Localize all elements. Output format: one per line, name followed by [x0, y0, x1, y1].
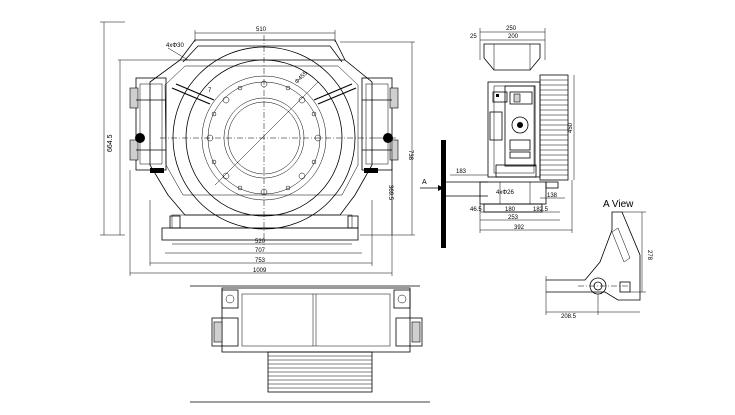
dim-46-5: 46.5 — [470, 207, 482, 213]
a-view-title: A View — [603, 199, 634, 210]
dim-738: 738 — [407, 150, 413, 161]
plan-sheave-grooves — [268, 355, 372, 389]
dim-520: 520 — [255, 239, 266, 245]
dim-753: 753 — [255, 258, 266, 264]
left-brake — [129, 77, 167, 173]
dim-182-5: 182.5 — [533, 207, 549, 213]
dim-208-5: 208.5 — [561, 314, 577, 320]
bolt-holes — [206, 80, 322, 196]
right-brake — [361, 77, 399, 173]
dim-4x30: 4xΦ30 — [166, 43, 184, 49]
dim-7: 7 — [208, 88, 212, 94]
dim-138: 138 — [547, 193, 558, 199]
dim-253: 253 — [508, 215, 519, 221]
dim-369-5: 369.5 — [387, 185, 393, 201]
dim-1009: 1009 — [253, 268, 267, 274]
dim-200: 200 — [508, 34, 519, 40]
dim-392: 392 — [514, 225, 525, 231]
side-view: 250 25 200 — [420, 26, 575, 248]
dim-25: 25 — [470, 34, 477, 40]
dim-183: 183 — [456, 169, 467, 175]
arrow-a-label: A — [422, 179, 427, 186]
plan-view — [190, 285, 430, 403]
front-view: 510 4xΦ30 Φ455 7 664.5 738 369.5 520 707… — [100, 21, 415, 276]
dim-450: 450 — [568, 122, 574, 133]
dim-4x26: 4xΦ26 — [496, 190, 514, 196]
dim-664-5: 664.5 — [107, 134, 114, 152]
dim-278: 278 — [646, 250, 652, 261]
dim-180: 180 — [505, 207, 516, 213]
sheave-ribs — [540, 79, 568, 176]
dim-250: 250 — [506, 26, 517, 32]
a-view: A View 278 208.5 — [545, 199, 652, 320]
dim-510: 510 — [256, 27, 267, 33]
dim-707: 707 — [255, 248, 266, 254]
